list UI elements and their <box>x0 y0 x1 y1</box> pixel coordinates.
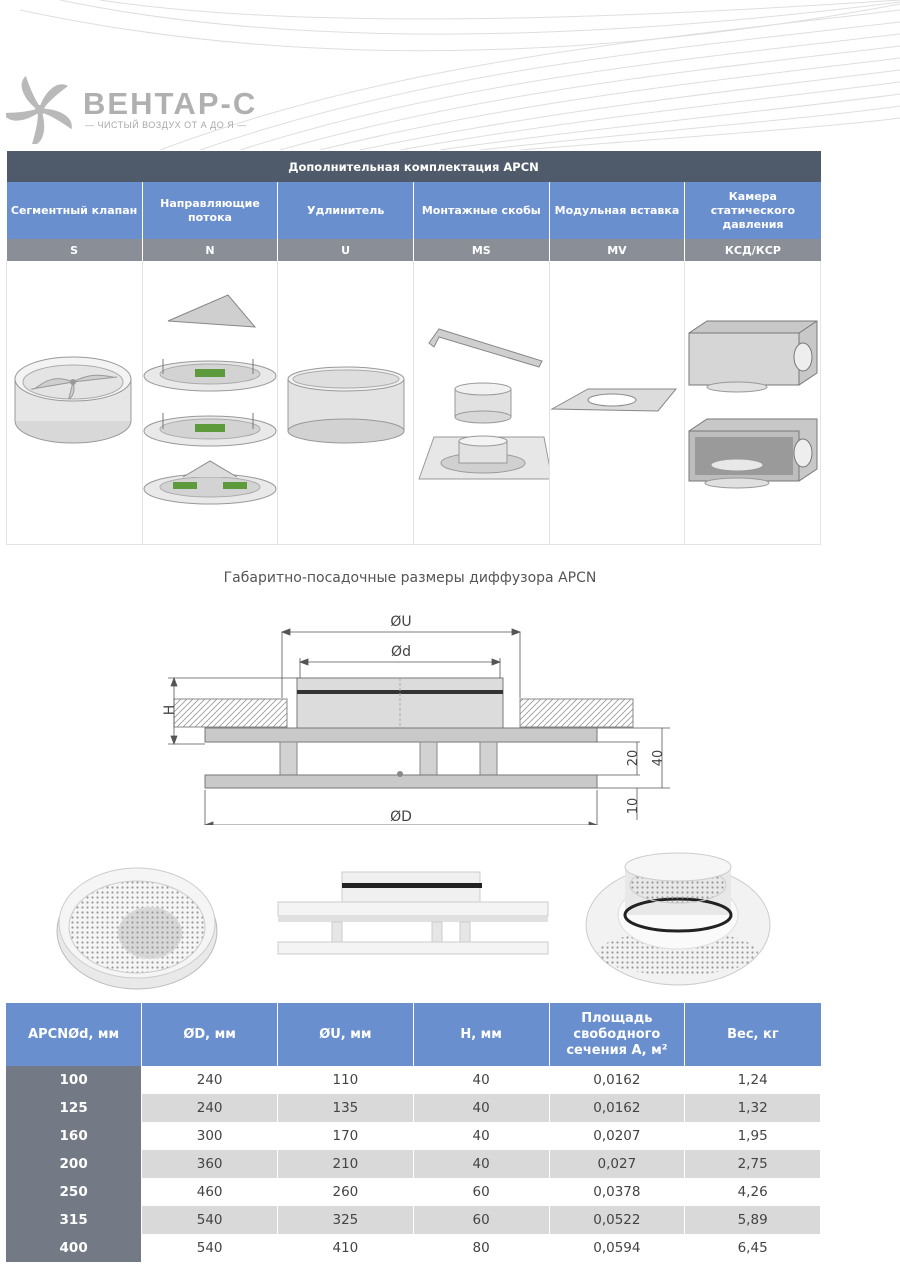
table-row: 200 360 210 40 0,027 2,75 <box>6 1150 821 1178</box>
row-head: 125 <box>6 1094 143 1122</box>
option-code-u: U <box>277 239 414 261</box>
fan-logo-icon <box>6 76 72 144</box>
option-code-n: N <box>142 239 279 261</box>
dim-D-label: ØD <box>390 809 412 825</box>
table-cell: 0,0162 <box>549 1066 686 1094</box>
dim-10-label: 10 <box>626 798 641 815</box>
option-code-ms: MS <box>413 239 550 261</box>
table-cell: 1,32 <box>684 1094 821 1122</box>
table-cell: 40 <box>413 1150 550 1178</box>
table-cell: 540 <box>141 1234 278 1262</box>
page-header: ВЕНТАР-С — ЧИСТЫЙ ВОЗДУХ ОТ А ДО Я — <box>0 0 900 150</box>
table-cell: 80 <box>413 1234 550 1262</box>
table-row: 125 240 135 40 0,0162 1,32 <box>6 1094 821 1122</box>
dim-40-label: 40 <box>651 750 666 767</box>
table-cell: 110 <box>277 1066 414 1094</box>
options-title: Дополнительная комплектация APCN <box>6 151 821 182</box>
plenum-box-image <box>684 261 821 545</box>
table-cell: 1,24 <box>684 1066 821 1094</box>
table-cell: 300 <box>141 1122 278 1150</box>
row-head: 315 <box>6 1206 143 1234</box>
flow-guides-image <box>142 261 279 545</box>
table-cell: 60 <box>413 1206 550 1234</box>
table-cell: 4,26 <box>684 1178 821 1206</box>
row-head: 100 <box>6 1066 143 1094</box>
spec-header-area: Площадь свободного сечения А, м² <box>549 1003 686 1066</box>
table-row: 100 240 110 40 0,0162 1,24 <box>6 1066 821 1094</box>
spec-header-H: H, мм <box>413 1003 550 1066</box>
row-head: 200 <box>6 1150 143 1178</box>
table-cell: 540 <box>141 1206 278 1234</box>
modular-insert-image <box>549 261 686 545</box>
table-cell: 0,0207 <box>549 1122 686 1150</box>
table-cell: 2,75 <box>684 1150 821 1178</box>
table-cell: 460 <box>141 1178 278 1206</box>
table-cell: 325 <box>277 1206 414 1234</box>
extender-image <box>277 261 414 545</box>
brand-name: ВЕНТАР-С <box>83 86 258 121</box>
table-cell: 135 <box>277 1094 414 1122</box>
table-cell: 360 <box>141 1150 278 1178</box>
table-cell: 40 <box>413 1094 550 1122</box>
option-code-s: S <box>6 239 143 261</box>
spec-table: APCNØd, мм ØD, мм ØU, мм H, мм Площадь с… <box>6 1003 821 1262</box>
table-cell: 6,45 <box>684 1234 821 1262</box>
row-head: 160 <box>6 1122 143 1150</box>
table-row: 315 540 325 60 0,0522 5,89 <box>6 1206 821 1234</box>
option-label-ms: Монтажные скобы <box>413 182 550 239</box>
option-code-mv: MV <box>549 239 686 261</box>
diffuser-top-photo <box>585 852 771 986</box>
table-cell: 260 <box>277 1178 414 1206</box>
table-cell: 240 <box>141 1066 278 1094</box>
product-photos <box>56 852 771 990</box>
option-label-n: Направляющие потока <box>142 182 279 239</box>
dim-h-label: H <box>162 705 178 716</box>
table-row: 400 540 410 80 0,0594 6,45 <box>6 1234 821 1262</box>
options-table: Дополнительная комплектация APCN Сегмент… <box>6 151 821 545</box>
table-cell: 0,027 <box>549 1150 686 1178</box>
table-row: 250 460 260 60 0,0378 4,26 <box>6 1178 821 1206</box>
option-code-ksd: КСД/КСР <box>684 239 821 261</box>
brand-tagline: — ЧИСТЫЙ ВОЗДУХ ОТ А ДО Я — <box>85 120 247 130</box>
spec-header-D: ØD, мм <box>141 1003 278 1066</box>
spec-header-d: APCNØd, мм <box>6 1003 143 1066</box>
table-cell: 0,0378 <box>549 1178 686 1206</box>
dimension-drawing: ØU Ød H ØD 20 40 10 <box>162 614 670 825</box>
table-cell: 210 <box>277 1150 414 1178</box>
table-cell: 0,0594 <box>549 1234 686 1262</box>
table-cell: 240 <box>141 1094 278 1122</box>
dim-d-label: Ød <box>391 644 411 660</box>
table-cell: 410 <box>277 1234 414 1262</box>
table-cell: 60 <box>413 1178 550 1206</box>
decorative-lines <box>19 0 900 150</box>
option-label-u: Удлинитель <box>277 182 414 239</box>
row-head: 400 <box>6 1234 143 1262</box>
table-cell: 170 <box>277 1122 414 1150</box>
mounting-brackets-image <box>413 261 550 545</box>
table-cell: 1,95 <box>684 1122 821 1150</box>
segment-valve-image <box>6 261 143 545</box>
option-label-mv: Модульная вставка <box>549 182 686 239</box>
table-cell: 40 <box>413 1122 550 1150</box>
option-label-s: Сегментный клапан <box>6 182 143 239</box>
table-cell: 0,0522 <box>549 1206 686 1234</box>
spec-header-weight: Вес, кг <box>684 1003 821 1066</box>
diffuser-side-photo <box>277 871 549 955</box>
table-row: 160 300 170 40 0,0207 1,95 <box>6 1122 821 1150</box>
table-cell: 5,89 <box>684 1206 821 1234</box>
dim-20-label: 20 <box>626 750 641 767</box>
diffuser-front-photo <box>56 867 218 990</box>
row-head: 250 <box>6 1178 143 1206</box>
table-cell: 40 <box>413 1066 550 1094</box>
table-cell: 0,0162 <box>549 1094 686 1122</box>
spec-header-U: ØU, мм <box>277 1003 414 1066</box>
option-label-ksd: Камера статического давления <box>684 182 821 239</box>
drawing-title: Габаритно-посадочные размеры диффузора A… <box>223 570 597 586</box>
dim-u-label: ØU <box>390 614 411 630</box>
